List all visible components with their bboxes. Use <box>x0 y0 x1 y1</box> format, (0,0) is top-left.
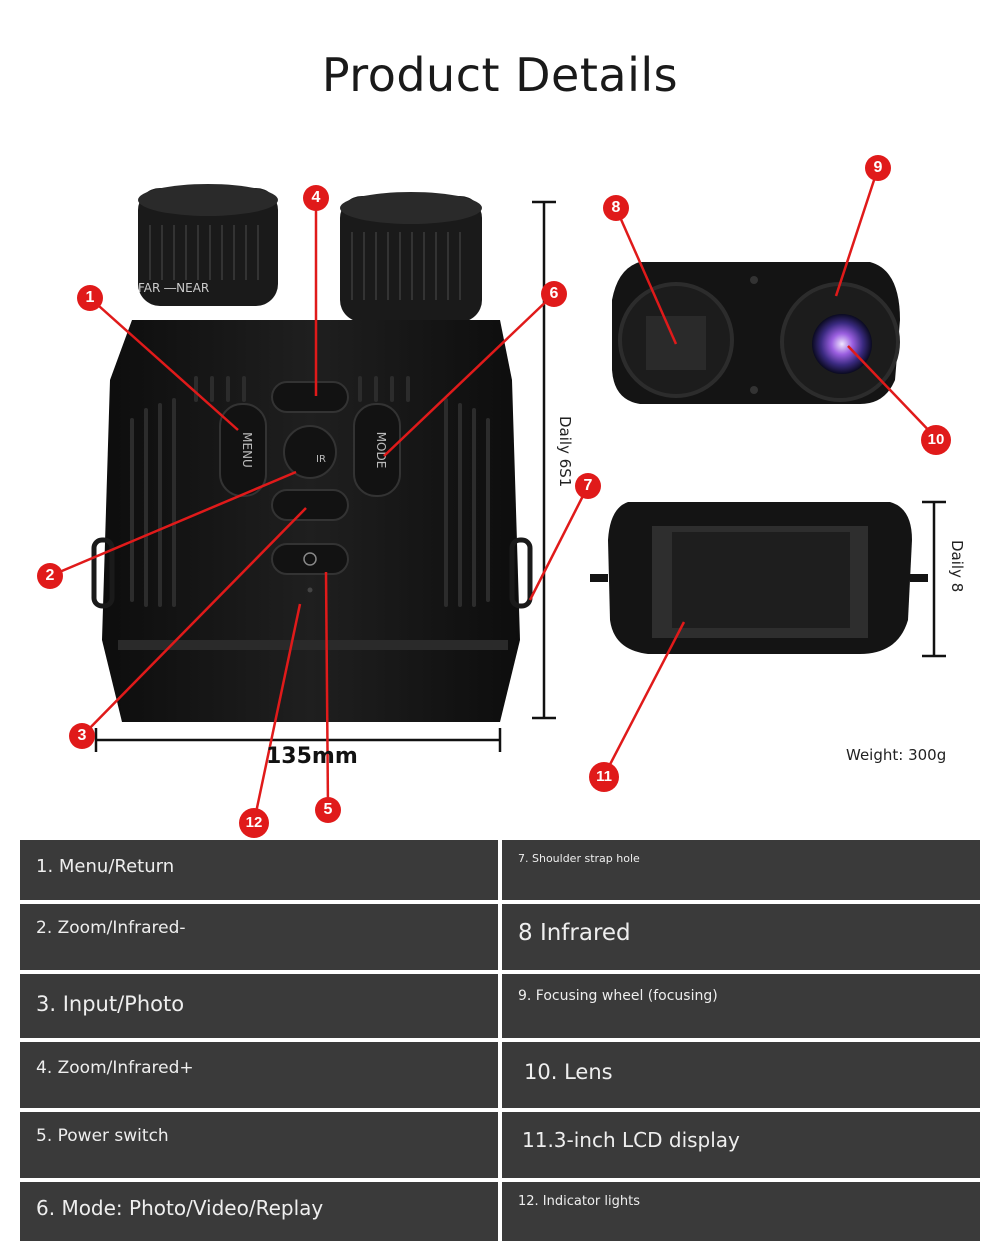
table-cell: 2. Zoom/Infrared- <box>20 904 498 970</box>
ir-label: IR <box>316 454 326 465</box>
table-cell: 9. Focusing wheel (focusing) <box>502 974 980 1038</box>
lcd-display <box>672 532 850 628</box>
left-strap-hole <box>91 537 115 609</box>
focus-label: FAR ―NEAR <box>138 281 209 295</box>
binocular-screen-view <box>590 502 928 654</box>
table-cell: 7. Shoulder strap hole <box>502 840 980 900</box>
binocular-lens-view <box>612 262 900 404</box>
callout-2: 2 <box>37 563 63 589</box>
table-cell: 12. Indicator lights <box>502 1182 980 1241</box>
zoom-infrared-plus-button[interactable] <box>271 381 349 413</box>
mode-button-label: MODE <box>374 432 388 469</box>
lens <box>812 314 872 374</box>
menu-button[interactable] <box>219 403 267 497</box>
table-cell: 4. Zoom/Infrared+ <box>20 1042 498 1108</box>
indicator-light <box>307 587 313 593</box>
weight-label: Weight: 300g <box>846 746 947 764</box>
callout-7: 7 <box>575 473 601 499</box>
power-button[interactable] <box>271 543 349 575</box>
callout-4: 4 <box>303 185 329 211</box>
page-title: Product Details <box>321 48 679 102</box>
table-cell: 10. Lens <box>502 1042 980 1108</box>
callout-9: 9 <box>865 155 891 181</box>
callout-8: 8 <box>603 195 629 221</box>
mode-button[interactable] <box>353 403 401 497</box>
callout-3: 3 <box>69 723 95 749</box>
menu-button-label: MENU <box>240 432 254 468</box>
power-icon <box>303 552 317 566</box>
width-dimension-label: 135mm <box>266 744 358 769</box>
table-cell: 5. Power switch <box>20 1112 498 1178</box>
callout-lines <box>49 167 937 823</box>
table-cell: 11.3-inch LCD display <box>502 1112 980 1178</box>
callout-10: 10 <box>921 425 951 455</box>
callout-6: 6 <box>541 281 567 307</box>
binocular-front-view: FAR ―NEAR MENU MODE IR <box>91 184 533 722</box>
table-cell: 8 Infrared <box>502 904 980 970</box>
callout-11: 11 <box>589 762 619 792</box>
table-cell: 1. Menu/Return <box>20 840 498 900</box>
screen-dimension-label: Daily 8 <box>948 540 966 593</box>
callout-1: 1 <box>77 285 103 311</box>
callout-5: 5 <box>315 797 341 823</box>
table-cell: 6. Mode: Photo/Video/Replay <box>20 1182 498 1241</box>
product-illustration: FAR ―NEAR MENU MODE IR <box>49 167 946 823</box>
photo-button[interactable] <box>271 489 349 521</box>
callout-12: 12 <box>239 808 269 838</box>
table-cell: 3. Input/Photo <box>20 974 498 1038</box>
height-dimension-label: Daily 6S1 <box>556 416 574 488</box>
zoom-infrared-minus-button[interactable] <box>283 425 337 479</box>
right-strap-hole <box>509 537 533 609</box>
